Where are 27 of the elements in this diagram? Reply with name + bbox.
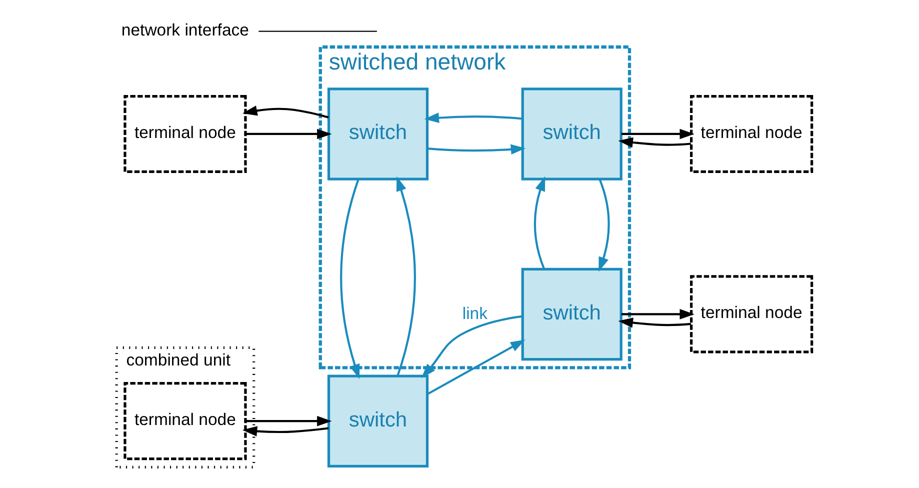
arrow xyxy=(620,128,694,140)
arrow xyxy=(598,178,610,272)
arrow xyxy=(424,112,522,123)
connector xyxy=(258,30,376,32)
arrow xyxy=(620,309,694,320)
node-box: switch xyxy=(520,88,622,180)
arrow xyxy=(245,416,332,426)
edge-label: link xyxy=(462,304,487,324)
node-box: terminal node xyxy=(123,94,246,173)
node-box: switch xyxy=(326,374,428,468)
arrow xyxy=(618,318,690,328)
arrow xyxy=(396,176,416,376)
arrow xyxy=(242,106,328,118)
node-box: terminal node xyxy=(690,94,813,173)
arrow xyxy=(533,176,545,270)
node-box: terminal node xyxy=(123,382,246,460)
node-box: switch xyxy=(326,88,428,180)
node-box: terminal node xyxy=(690,275,813,354)
arrow xyxy=(618,137,690,148)
arrow xyxy=(340,179,360,379)
arrow xyxy=(420,315,522,378)
arrow xyxy=(426,340,525,396)
arrow xyxy=(242,426,328,436)
arrow xyxy=(245,128,332,140)
arrow xyxy=(426,144,526,155)
node-text: network interface xyxy=(120,20,248,40)
node-box: switch xyxy=(520,268,622,361)
